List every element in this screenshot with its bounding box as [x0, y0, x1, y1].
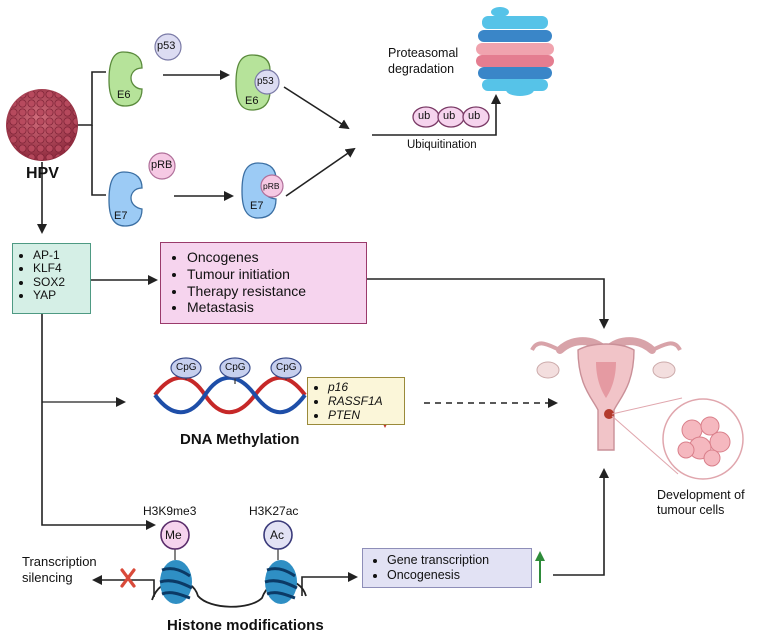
tumour-cells-icon — [662, 398, 744, 480]
outcomes-box: Oncogenes Tumour initiation Therapy resi… — [160, 242, 367, 324]
histone-modifications-title: Histone modifications — [167, 617, 324, 634]
cpg-2-label: CpG — [225, 362, 246, 373]
gene-item: PTEN — [328, 408, 402, 423]
nucleosome-1-icon — [159, 560, 193, 604]
tf-down-line — [41, 314, 156, 530]
outcome-item: Oncogenes — [187, 249, 358, 266]
tf-item: SOX2 — [33, 275, 88, 289]
cpg-1-label: CpG — [176, 362, 197, 373]
methylated-genes-box: p16 RASSF1A PTEN — [307, 377, 405, 425]
cpg-3-label: CpG — [276, 362, 297, 373]
p53-bound-label: p53 — [257, 76, 274, 87]
proteasome-icon — [476, 7, 554, 96]
e7-converge-arrow — [285, 147, 356, 197]
e7-bound-label: E7 — [250, 200, 264, 212]
hpv-label: HPV — [26, 165, 59, 182]
e6-converge-arrow — [283, 86, 350, 130]
prb-free-label: pRB — [151, 159, 173, 171]
outcome-item: Metastasis — [187, 299, 358, 316]
ubiquitination-label: Ubiquitination — [407, 139, 477, 151]
e7-protein-icon — [108, 171, 143, 227]
acetyl-mark-icon — [263, 520, 293, 550]
gene-item: RASSF1A — [328, 394, 402, 409]
hpv-virus-icon — [6, 89, 78, 161]
outcome-item: Tumour initiation — [187, 266, 358, 283]
effect-item: Oncogenesis — [387, 568, 525, 583]
cpg-sites — [170, 357, 302, 384]
e6-bound-label: E6 — [245, 95, 259, 107]
tf-item: AP-1 — [33, 248, 88, 262]
e6-label: E6 — [117, 89, 131, 101]
nucleosome-2-icon — [264, 560, 298, 604]
methyl-mark-icon — [160, 520, 190, 550]
effects-to-uterus-arrow — [553, 468, 609, 576]
dna-methylation-title: DNA Methylation — [180, 431, 300, 448]
ubiquitin-chain — [412, 106, 490, 128]
ub-2-label: ub — [443, 110, 456, 122]
development-tumour-label: Development of tumour cells — [657, 488, 745, 517]
dna-helix-icon — [153, 375, 307, 415]
activation-arrow — [301, 572, 358, 596]
ubiquitination-arrow — [372, 94, 501, 136]
e7-label: E7 — [114, 210, 128, 222]
me-label: Me — [165, 528, 182, 542]
prb-bound-label: pRB — [263, 181, 280, 191]
blocked-x-icon — [120, 568, 136, 588]
hpv-branch-lines — [37, 71, 106, 234]
p53-free-icon — [154, 33, 182, 61]
transcription-factors-box: AP-1 KLF4 SOX2 YAP — [12, 243, 91, 314]
p53-bound-icon — [254, 69, 280, 95]
ub-3-label: ub — [468, 110, 481, 122]
tf-item: KLF4 — [33, 261, 88, 275]
uterus-icon — [530, 337, 682, 451]
outcomes-to-uterus-arrow — [367, 278, 609, 329]
tf-item: YAP — [33, 288, 88, 302]
p53-free-label: p53 — [157, 40, 176, 52]
ub-1-label: ub — [418, 110, 431, 122]
prb-free-icon — [148, 152, 176, 180]
gene-item: p16 — [328, 380, 402, 395]
transcription-silencing-label: Transcription silencing — [22, 554, 97, 585]
silencing-arrow — [92, 575, 155, 597]
h3k9me3-label: H3K9me3 — [143, 504, 197, 518]
effect-item: Gene transcription — [387, 553, 525, 568]
outcome-item: Therapy resistance — [187, 283, 358, 300]
h3k27ac-label: H3K27ac — [249, 504, 299, 518]
proteasomal-degradation-label: Proteasomal degradation — [388, 46, 459, 76]
histone-effects-box: Gene transcription Oncogenesis — [362, 548, 532, 588]
e6-protein-icon — [108, 51, 143, 107]
prb-bound-icon — [260, 174, 284, 198]
ac-label: Ac — [270, 528, 285, 542]
